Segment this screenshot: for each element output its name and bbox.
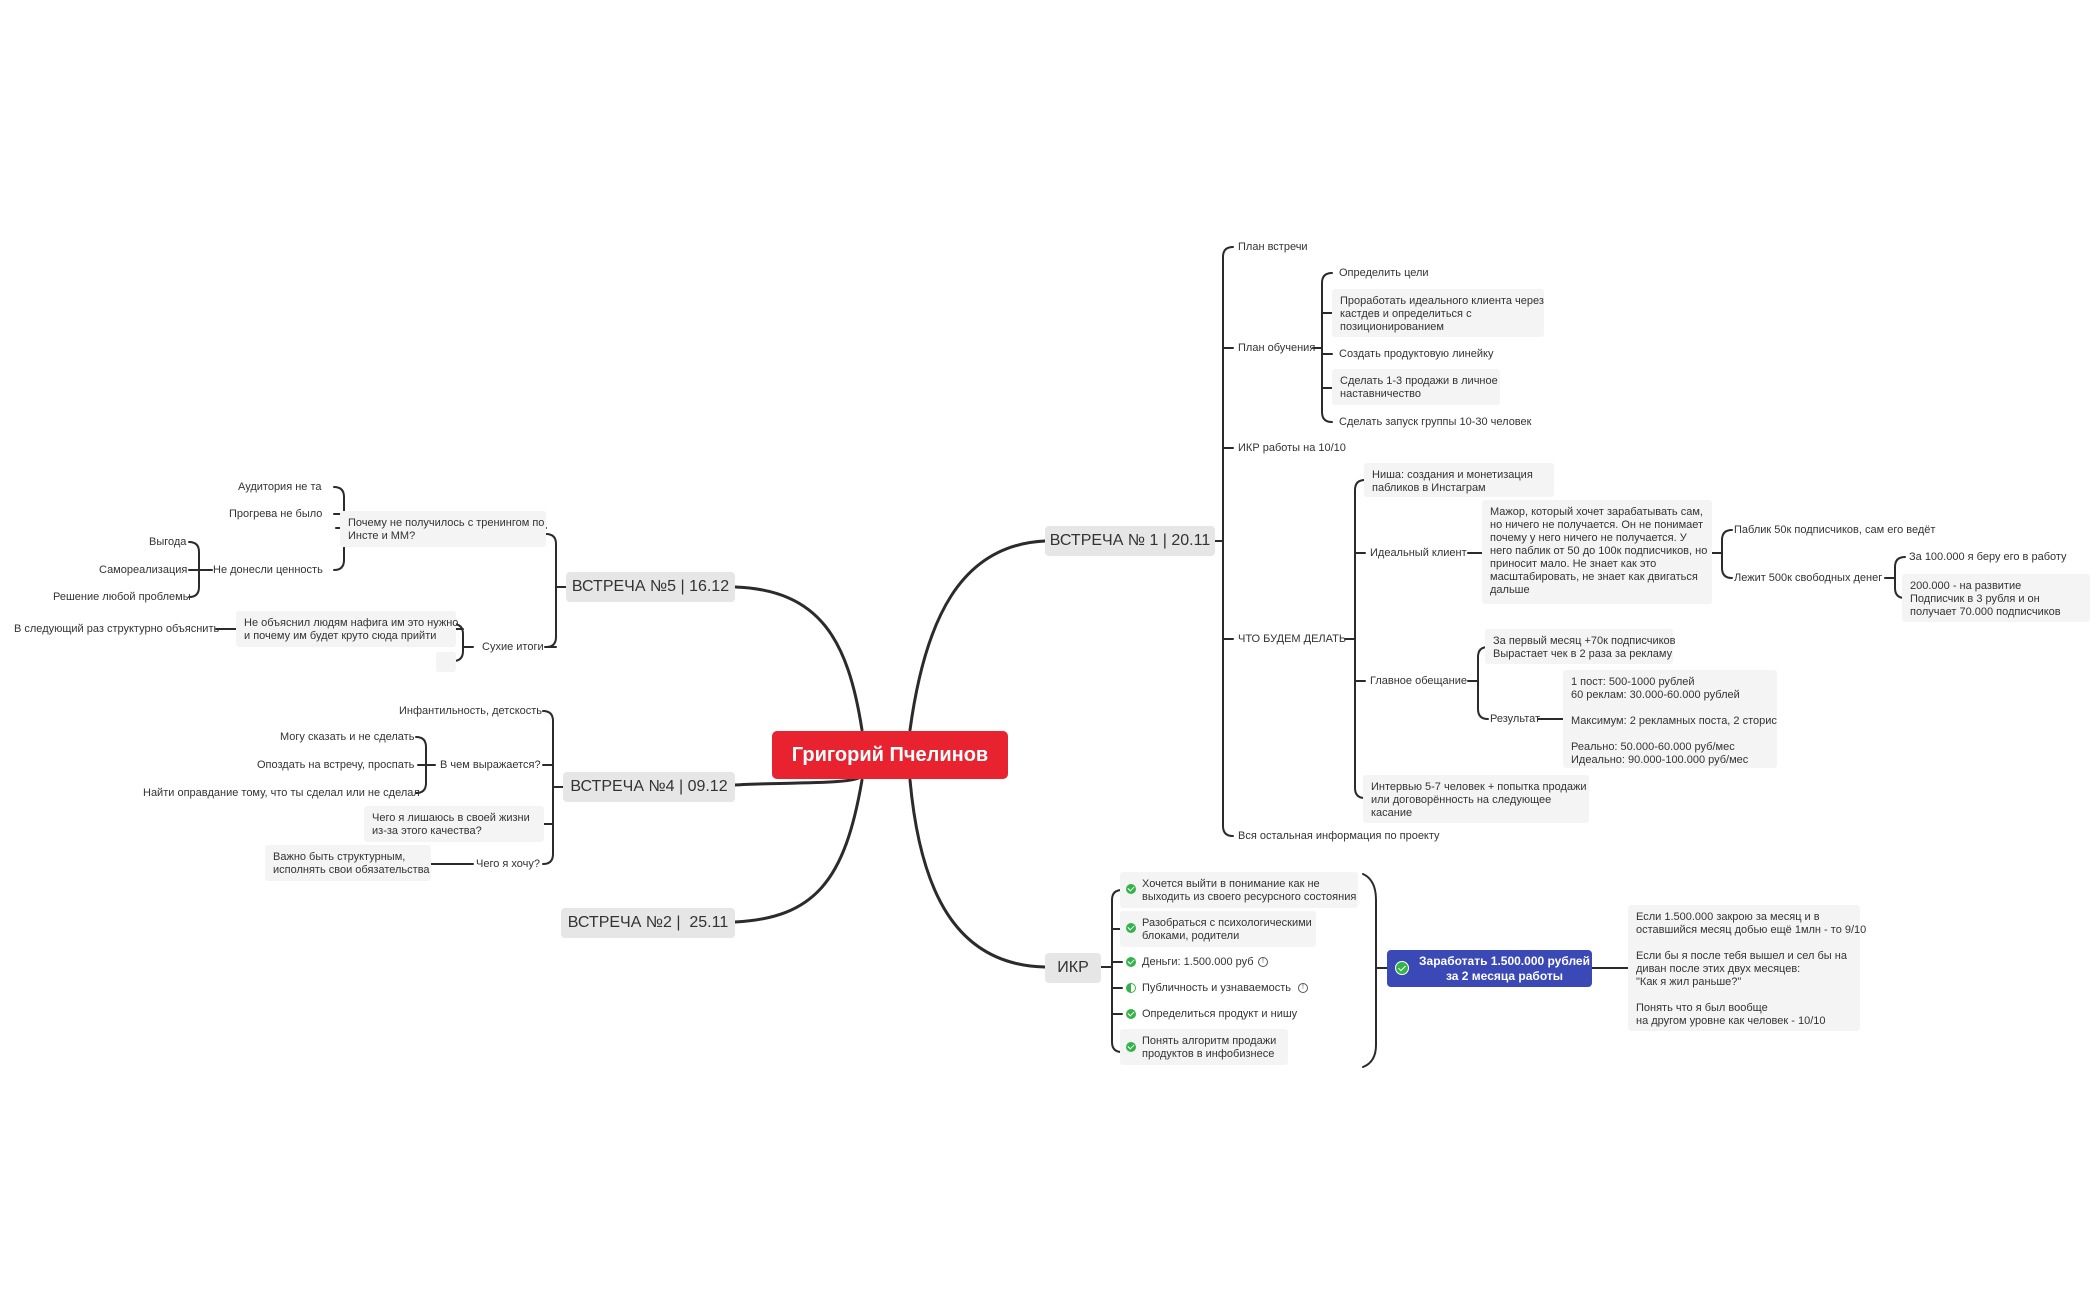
m5-benefit[interactable]: Выгода	[149, 536, 187, 548]
ikr-item[interactable]: Хочется выйти в понимание как не выходит…	[1120, 872, 1358, 908]
done-check-icon	[1126, 957, 1136, 967]
m4-can-say[interactable]: Могу сказать и не сделать	[280, 731, 415, 743]
ikr-item[interactable]: Публичность и узнаваемость	[1126, 982, 1291, 995]
m4-excuse[interactable]: Найти оправдание тому, что ты сделал или…	[143, 787, 420, 799]
info-marker-icon[interactable]: !	[1258, 957, 1268, 967]
m4-structured[interactable]: Важно быть структурным, исполнять свои о…	[265, 845, 431, 881]
m1-learning-item[interactable]: Определить цели	[1339, 267, 1429, 279]
m1-lies-500k[interactable]: Лежит 500к свободных денег	[1734, 572, 1883, 584]
root-topic[interactable]: Григорий Пчелинов	[772, 731, 1008, 779]
m4-infantile[interactable]: Инфантильность, детскость	[399, 705, 543, 717]
m5-solution[interactable]: Решение любой проблемы	[53, 591, 191, 603]
m5-next-time[interactable]: В следующий раз структурно объяснить	[14, 623, 220, 635]
m4-deprive[interactable]: Чего я лишаюсь в своей жизни из-за этого…	[364, 806, 544, 842]
m1-interview[interactable]: Интервью 5-7 человек + попытка продажи и…	[1363, 775, 1589, 823]
m1-learning-item[interactable]: Сделать запуск группы 10-30 человек	[1339, 416, 1532, 428]
m4-late[interactable]: Опоздать на встречу, проспать	[257, 759, 415, 771]
m5-self-realization[interactable]: Самореализация	[99, 564, 188, 576]
m1-ideal-client-desc[interactable]: Мажор, который хочет зарабатывать сам, н…	[1482, 500, 1712, 604]
branch-ikr[interactable]: ИКР	[1045, 953, 1101, 983]
m1-for-100k[interactable]: За 100.000 я беру его в работу	[1909, 551, 2067, 563]
done-check-icon	[1126, 1042, 1136, 1052]
ikr-goal-label: Заработать 1.500.000 рублей за 2 месяца …	[1419, 953, 1590, 983]
done-check-icon	[1126, 884, 1136, 894]
m4-want[interactable]: Чего я хочу?	[476, 858, 541, 870]
m1-plan-meeting[interactable]: План встречи	[1238, 241, 1308, 253]
m5-empty-topic[interactable]	[436, 652, 456, 672]
branch-meeting-1[interactable]: ВСТРЕЧА № 1 | 20.11	[1045, 526, 1215, 556]
m5-why[interactable]: Почему не получилось с тренингом по Инст…	[340, 511, 546, 547]
half-progress-icon	[1126, 983, 1136, 993]
branch-meeting-2[interactable]: ВСТРЕЧА №2 | 25.11	[561, 908, 735, 938]
m4-how[interactable]: В чем выражается?	[440, 759, 541, 771]
m1-learning-item[interactable]: Создать продуктовую линейку	[1339, 348, 1494, 360]
m1-result[interactable]: Результат	[1490, 713, 1541, 725]
goal-check-icon	[1395, 961, 1409, 975]
ikr-item[interactable]: Деньги: 1.500.000 руб	[1126, 956, 1254, 969]
m1-for-200k[interactable]: 200.000 - на развитие Подписчик в 3 рубл…	[1902, 574, 2090, 622]
done-check-icon	[1126, 1009, 1136, 1019]
m5-not-explained[interactable]: Не объяснил людям нафига им это нужно и …	[236, 611, 458, 647]
branch-meeting-4[interactable]: ВСТРЕЧА №4 | 09.12	[563, 772, 735, 802]
m5-audience[interactable]: Аудитория не та	[238, 481, 322, 493]
m1-learning-item[interactable]: Сделать 1-3 продажи в личное наставничес…	[1332, 369, 1500, 405]
branch-meeting-5[interactable]: ВСТРЕЧА №5 | 16.12	[566, 572, 735, 602]
m1-what-we-do[interactable]: ЧТО БУДЕМ ДЕЛАТЬ	[1238, 633, 1347, 645]
m1-result-text[interactable]: 1 пост: 500-1000 рублей 60 реклам: 30.00…	[1563, 670, 1777, 768]
ikr-item[interactable]: Разобраться с психологическими блоками, …	[1120, 911, 1316, 947]
m1-public-50k[interactable]: Паблик 50к подписчиков, сам его ведёт	[1734, 524, 1936, 536]
info-marker-icon[interactable]: !	[1298, 983, 1308, 993]
ikr-goal[interactable]: Заработать 1.500.000 рублей за 2 месяца …	[1387, 950, 1592, 987]
ikr-item[interactable]: Определиться продукт и нишу	[1126, 1008, 1297, 1021]
m1-plan-learning[interactable]: План обучения	[1238, 342, 1316, 354]
m5-no-value[interactable]: Не донесли ценность	[213, 564, 323, 576]
m1-rest-info[interactable]: Вся остальная информация по проекту	[1238, 830, 1440, 842]
ikr-item[interactable]: Понять алгоритм продажи продуктов в инфо…	[1120, 1029, 1288, 1065]
done-check-icon	[1126, 923, 1136, 933]
m1-main-promise[interactable]: Главное обещание	[1370, 675, 1468, 687]
m5-dry-results[interactable]: Сухие итоги	[482, 641, 544, 653]
m1-learning-item[interactable]: Проработать идеального клиента через кас…	[1332, 289, 1544, 337]
m1-ideal-client[interactable]: Идеальный клиент	[1370, 547, 1467, 559]
m1-niche[interactable]: Ниша: создания и монетизация пабликов в …	[1364, 463, 1554, 497]
ikr-goal-note[interactable]: Если 1.500.000 закрою за месяц и в остав…	[1628, 905, 1866, 1031]
m5-warmup[interactable]: Прогрева не было	[229, 508, 323, 520]
m1-promise-text[interactable]: За первый месяц +70к подписчиков Выраста…	[1485, 629, 1675, 664]
m1-niche-text: Ниша: создания и монетизация пабликов в …	[1372, 469, 1533, 494]
m1-ikr-work[interactable]: ИКР работы на 10/10	[1238, 442, 1346, 454]
